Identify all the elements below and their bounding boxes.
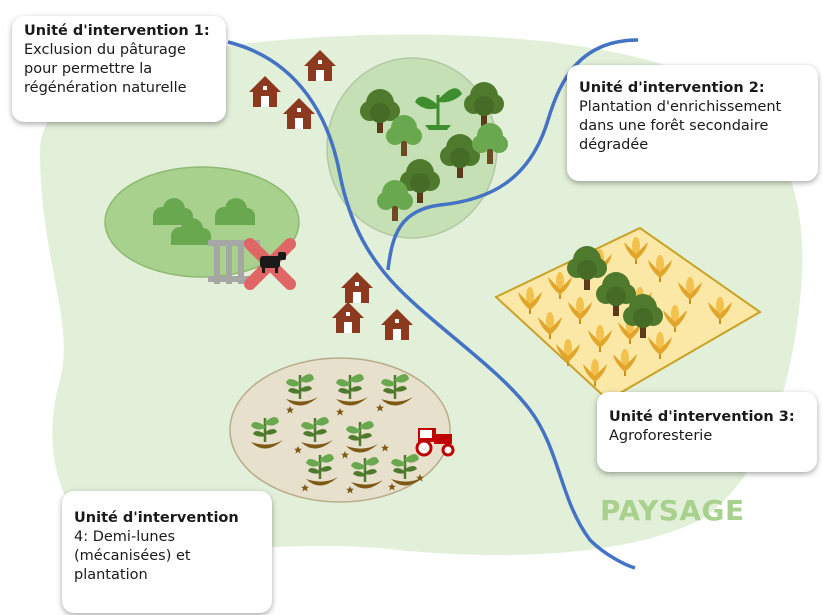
unit-2-title: Unité d'intervention 2: [579,80,765,96]
fence-icon [208,240,260,284]
intervention-unit-3-callout: Unité d'intervention 3: Agroforesterie [597,392,817,472]
unit-2-description: Plantation d'enrichissement dans une for… [579,99,782,153]
unit-4-title: Unité d'intervention [74,510,239,526]
cow-icon [260,252,286,273]
seedling-icon [415,88,462,130]
unit-4-description: 4: Demi-lunes (mécanisées) et plantation [74,529,191,583]
unit-3-description: Agroforesterie [609,428,713,444]
intervention-unit-4-callout: Unité d'intervention 4: Demi-lunes (méca… [62,491,272,613]
river-tributary [386,38,639,271]
landscape-label: PAYSAGE [600,494,745,527]
unit-1-description: Exclusion du pâturage pour permettre la … [24,42,187,96]
tractor-icon [415,428,455,457]
intervention-unit-1-callout: Unité d'intervention 1: Exclusion du pât… [12,16,226,122]
intervention-unit-2-callout: Unité d'intervention 2: Plantation d'enr… [567,65,818,181]
river [227,40,636,570]
unit-3-title: Unité d'intervention 3: [609,409,795,425]
unit-1-title: Unité d'intervention 1: [24,23,210,39]
